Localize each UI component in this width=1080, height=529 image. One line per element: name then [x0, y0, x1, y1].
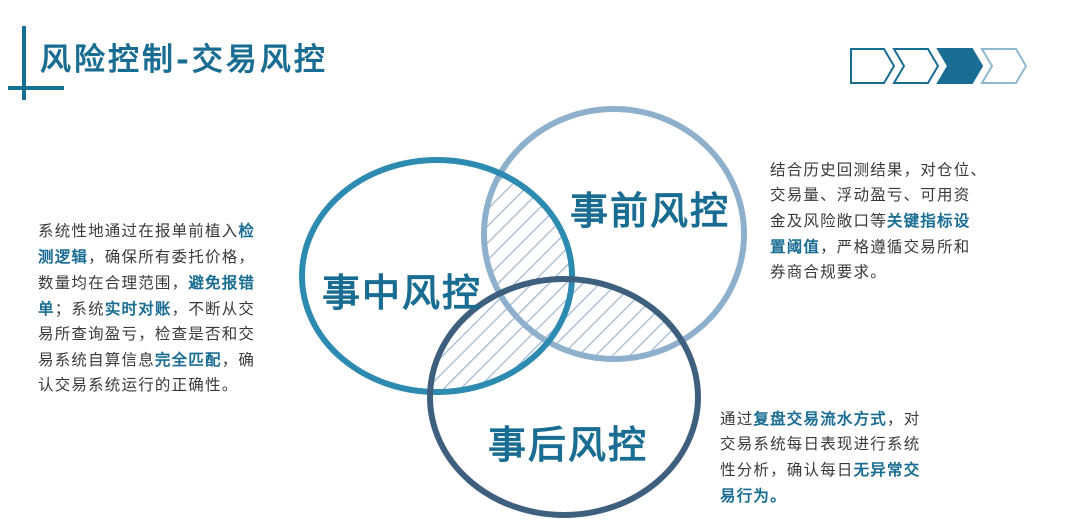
highlight-text: 复盘交易流水方式 [753, 409, 888, 428]
overlap-mid-post [430, 279, 572, 392]
title-accent-horizontal [8, 86, 64, 90]
highlight-text: 单 [38, 299, 55, 318]
body-text: 结合历史回测结果，对仓位、 [770, 161, 988, 179]
description-line: 易所查询盈亏，检查是否和交 [38, 322, 255, 347]
description-line: 测逻辑，确保所有委托价格， [38, 244, 255, 270]
highlight-text: 测逻辑 [38, 247, 89, 266]
description-line: 单；系统实时对账，不断从交 [38, 296, 255, 322]
progress-step-3 [936, 48, 984, 84]
progress-step-2 [892, 48, 940, 84]
description-line: 交易系统每日表现进行系统 [720, 432, 920, 457]
highlight-text: 完全匹配 [154, 350, 222, 369]
description-line: 易行为。 [720, 483, 920, 509]
body-text: ，确 [221, 351, 256, 369]
highlight-text: 关键指标设 [886, 211, 971, 230]
progress-step-4 [980, 48, 1028, 84]
label-post-trade-control: 事后风控 [488, 422, 649, 467]
highlight-text: 检 [238, 221, 256, 240]
body-text: ，对 [887, 410, 921, 428]
body-text: ，严格遵循交易所和 [820, 238, 971, 256]
highlight-text: 避免报错 [188, 273, 256, 292]
circle-post-trade [427, 276, 701, 518]
description-line: 系统性地通过在报单前植入检 [38, 218, 255, 244]
description-in-trade: 系统性地通过在报单前植入检测逻辑，确保所有委托价格，数量均在合理范围，避免报错单… [38, 218, 255, 398]
highlight-text: 无异常交 [853, 460, 921, 479]
body-text: 交易系统每日表现进行系统 [720, 435, 921, 453]
label-pre-trade-control: 事前风控 [570, 188, 731, 233]
body-text: 性分析，确认每日 [720, 461, 854, 479]
body-text: ；系统 [54, 300, 105, 318]
description-line: 结合历史回测结果，对仓位、 [770, 158, 987, 183]
body-text: ，确保所有委托价格， [88, 248, 256, 266]
label-in-trade-control: 事中风控 [322, 270, 483, 315]
description-line: 置阈值，严格遵循交易所和 [770, 234, 987, 260]
body-text: 通过 [720, 410, 754, 428]
description-line: 金及风险敞口等关键指标设 [770, 208, 987, 234]
description-line: 券商合规要求。 [770, 260, 987, 285]
description-line: 性分析，确认每日无异常交 [720, 457, 920, 483]
body-text: 认交易系统运行的正确性。 [38, 376, 239, 394]
description-line: 易系统自算信息完全匹配，确 [38, 347, 255, 373]
description-post-trade: 通过复盘交易流水方式，对交易系统每日表现进行系统性分析，确认每日无异常交易行为。 [720, 406, 920, 509]
progress-step-1 [850, 48, 896, 84]
page-title: 风险控制-交易风控 [40, 42, 328, 78]
highlight-text: 易行为。 [720, 486, 787, 505]
circle-in-trade [299, 157, 575, 395]
body-text: 易所查询盈亏，检查是否和交 [38, 325, 256, 343]
description-line: 交易量、浮动盈亏、可用资 [770, 183, 987, 208]
body-text: 券商合规要求。 [770, 263, 887, 281]
description-line: 数量均在合理范围，避免报错 [38, 270, 255, 296]
body-text: 数量均在合理范围， [38, 274, 189, 292]
highlight-text: 置阈值 [770, 237, 821, 256]
progress-chevrons [850, 48, 1028, 84]
body-text: ，不断从交 [171, 300, 256, 318]
highlight-text: 实时对账 [104, 299, 172, 318]
title-accent-vertical [22, 26, 26, 100]
description-line: 通过复盘交易流水方式，对 [720, 406, 920, 432]
body-text: 金及风险敞口等 [770, 212, 887, 230]
body-text: 系统性地通过在报单前植入 [38, 222, 239, 240]
description-pre-trade: 结合历史回测结果，对仓位、交易量、浮动盈亏、可用资金及风险敞口等关键指标设置阈值… [770, 158, 987, 285]
body-text: 交易量、浮动盈亏、可用资 [770, 186, 971, 204]
circle-pre-trade [481, 106, 747, 362]
description-line: 认交易系统运行的正确性。 [38, 373, 255, 398]
body-text: 易系统自算信息 [38, 351, 155, 369]
